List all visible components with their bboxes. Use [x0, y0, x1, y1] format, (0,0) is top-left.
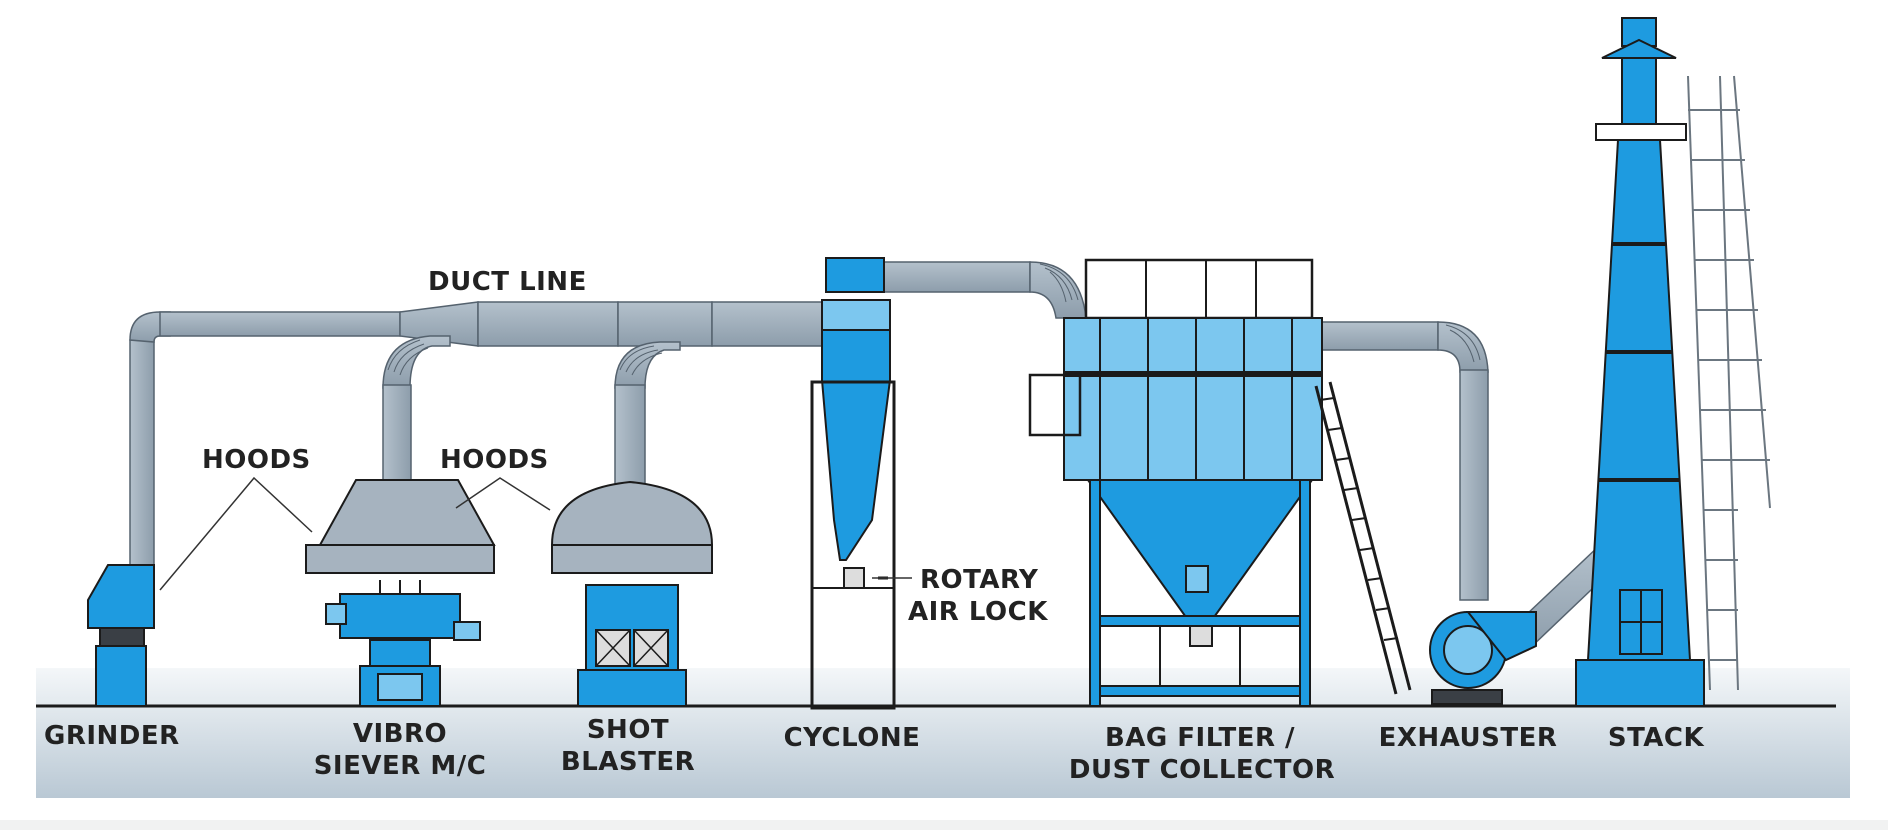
label-grinder: GRINDER: [44, 721, 180, 751]
label-stack: STACK: [1608, 723, 1705, 753]
label-bag-filter-2: DUST COLLECTOR: [1069, 755, 1335, 785]
label-hoods-1: HOODS: [202, 445, 311, 475]
label-rotary-1: ROTARY: [920, 565, 1039, 595]
bag-filter: [1028, 258, 1323, 707]
label-bag-filter-1: BAG FILTER /: [1105, 723, 1295, 753]
label-exhauster: EXHAUSTER: [1379, 723, 1558, 753]
duct-flex-sections: [387, 263, 1481, 376]
label-shot-2: BLASTER: [561, 747, 695, 777]
vibro-siever: [305, 479, 496, 707]
annotation-leaders: [159, 476, 912, 591]
ground-band: [36, 668, 1850, 798]
stack: [1575, 17, 1705, 707]
cyclone: [810, 257, 896, 710]
label-vibro-1: VIBRO: [353, 719, 447, 749]
label-duct-line: DUCT LINE: [428, 267, 587, 297]
stack-ladder: [1687, 75, 1771, 691]
label-vibro-2: SIEVER M/C: [314, 751, 487, 781]
grinder: [87, 564, 155, 707]
label-cyclone: CYCLONE: [784, 723, 921, 753]
exhauster: [1429, 611, 1537, 705]
shot-blaster: [550, 480, 714, 707]
label-shot-1: SHOT: [587, 715, 669, 745]
label-hoods-2: HOODS: [440, 445, 549, 475]
label-rotary-2: AIR LOCK: [908, 597, 1048, 627]
bag-filter-ladder: [1314, 381, 1412, 695]
